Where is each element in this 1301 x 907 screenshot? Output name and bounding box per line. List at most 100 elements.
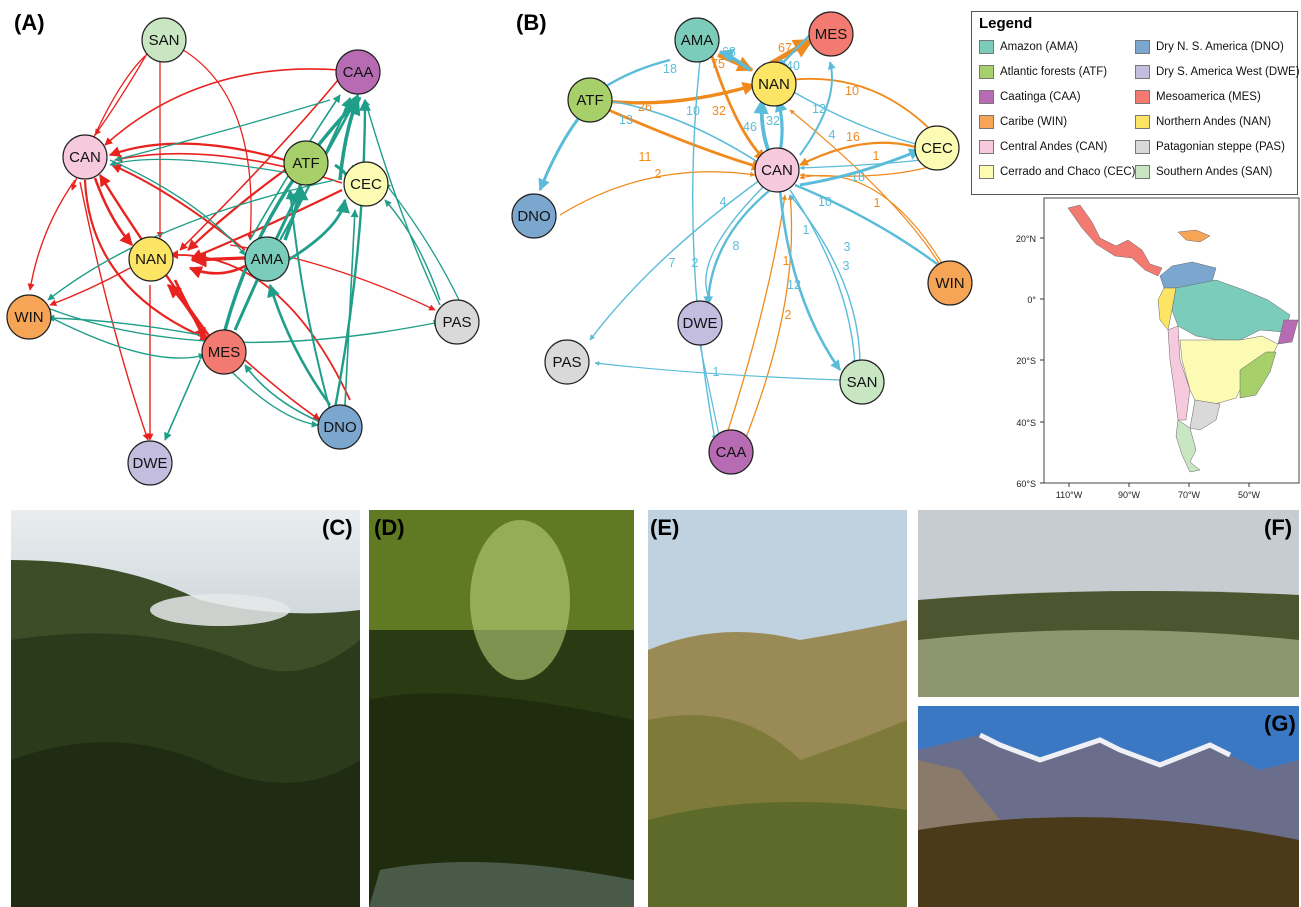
legend-swatch [979, 140, 994, 154]
network-b-node-dwe [677, 300, 723, 346]
network-b-edge-label: 10 [845, 84, 859, 98]
network-b-node-label-ama: AMA [681, 32, 714, 49]
network-a-node-nan [128, 236, 174, 282]
network-b-node-nan [751, 61, 797, 107]
network-b-edge-label: 11 [639, 150, 652, 164]
network-a-node-label-san: SAN [149, 32, 180, 49]
legend-item: Northern Andes (NAN) [1135, 115, 1271, 129]
network-b-edge-label: 4 [829, 128, 836, 142]
network-a-node-mes [201, 329, 247, 375]
photo-c-cloud-forest: (C) [11, 510, 360, 907]
panel-b-label: (B) [516, 10, 547, 35]
legend-title: Legend [979, 15, 1033, 32]
legend-swatch [979, 90, 994, 104]
network-b-edge-label: 13 [619, 113, 633, 127]
legend-item: Dry S. America West (DWE) [1135, 65, 1300, 79]
network-b-edge-label: 8 [733, 239, 740, 253]
legend-swatch [1135, 65, 1150, 79]
map-lon-90w: 90°W [1118, 490, 1141, 500]
network-b-edge-label: 2 [655, 167, 662, 181]
legend-swatch [979, 115, 994, 129]
network-b-edge-label: 12 [787, 278, 801, 292]
map-lon-110w: 110°W [1056, 490, 1083, 500]
network-b-node-label-mes: MES [815, 26, 848, 43]
legend-item-label: Northern Andes (NAN) [1156, 116, 1272, 128]
legend-item: Mesoamerica (MES) [1135, 90, 1261, 104]
network-a-node-win [6, 294, 52, 340]
panel-f-label: (F) [1264, 515, 1292, 540]
network-b-edge-label: 16 [846, 130, 860, 144]
network-b-edge-label: 1 [803, 223, 810, 237]
legend-swatch [1135, 140, 1150, 154]
map-lat-40s: 40°S [1016, 418, 1036, 428]
network-a-node-label-cec: CEC [350, 176, 382, 193]
legend-item-label: Atlantic forests (ATF) [1000, 66, 1108, 78]
legend-item-label: Mesoamerica (MES) [1156, 91, 1261, 103]
map-lon-70w: 70°W [1178, 490, 1201, 500]
network-b-edge-label: 32 [766, 114, 780, 128]
network-b-edge-label: 68 [722, 45, 736, 59]
panel-e-label: (E) [650, 515, 679, 540]
network-b: 6740687518261032463216121013112416118110… [511, 11, 973, 475]
map-lat-20s: 20°S [1016, 356, 1036, 366]
network-a-teal-edges [39, 93, 461, 441]
panel-a-label: (A) [14, 10, 45, 35]
network-b-node-label-dno: DNO [517, 208, 550, 225]
network-b-edge-label: 46 [743, 120, 757, 134]
network-a-red-edges [27, 47, 436, 441]
legend-item-label: Dry N. S. America (DNO) [1156, 41, 1284, 53]
legend-item: Caatinga (CAA) [979, 90, 1081, 104]
photo-g-mountains: (G) [918, 706, 1299, 907]
network-b-edge-label: 1 [713, 365, 720, 379]
network-a-node-label-can: CAN [69, 149, 101, 166]
network-b-node-label-pas: PAS [553, 354, 582, 371]
network-b-node-atf [567, 77, 613, 123]
network-a-node-label-pas: PAS [443, 314, 472, 331]
network-b-node-dno [511, 193, 557, 239]
legend-item: Caribe (WIN) [979, 115, 1067, 129]
network-b-node-mes [808, 11, 854, 57]
network-b-node-label-nan: NAN [758, 76, 790, 93]
network-a-node-label-atf: ATF [292, 155, 319, 172]
legend-item-label: Caribe (WIN) [1000, 116, 1068, 128]
network-b-node-san [839, 359, 885, 405]
legend-swatch [979, 65, 994, 79]
network-a-node-can [62, 134, 108, 180]
legend-swatch [1135, 165, 1150, 179]
network-b-orange-edges [559, 37, 946, 441]
photo-f-paramo: (F) [918, 510, 1299, 697]
map-lat-0: 0° [1027, 295, 1036, 305]
network-b-edge-label: 4 [720, 195, 727, 209]
network-a-node-pas [434, 299, 480, 345]
legend: Legend Amazon (AMA)Atlantic forests (ATF… [971, 11, 1300, 195]
network-b-edge-label: 1 [783, 254, 790, 268]
network-b-node-ama [674, 17, 720, 63]
network-a-node-dwe [127, 440, 173, 486]
network-b-edge-label: 67 [778, 41, 792, 55]
network-b-edge-label: 75 [711, 57, 725, 71]
legend-item: Cerrado and Chaco (CEC) [979, 165, 1136, 179]
legend-item-label: Cerrado and Chaco (CEC) [1000, 166, 1136, 178]
network-a-node-atf [283, 140, 329, 186]
network-a-node-cec [343, 161, 389, 207]
legend-item-label: Central Andes (CAN) [1000, 141, 1108, 153]
legend-item: Central Andes (CAN) [979, 140, 1107, 154]
network-a-node-caa [335, 49, 381, 95]
network-b-node-label-can: CAN [761, 162, 793, 179]
network-b-edge-label: 2 [785, 308, 792, 322]
panel-c-label: (C) [322, 515, 353, 540]
map-lon-50w: 50°W [1238, 490, 1261, 500]
network-b-edge-label: 18 [663, 62, 677, 76]
network-b-edge-label: 10 [818, 195, 832, 209]
network-a-node-label-dwe: DWE [133, 455, 168, 472]
network-b-edge-label: 7 [669, 256, 676, 270]
network-b-edge-label: 18 [851, 170, 865, 184]
network-b-edge-label: 32 [712, 104, 726, 118]
network-a-node-label-dno: DNO [323, 419, 356, 436]
network-b-node-pas [544, 339, 590, 385]
legend-swatch [979, 165, 994, 179]
network-b-edge-label: 10 [686, 104, 700, 118]
network-b-node-can [754, 147, 800, 193]
legend-item: Patagonian steppe (PAS) [1135, 140, 1285, 154]
